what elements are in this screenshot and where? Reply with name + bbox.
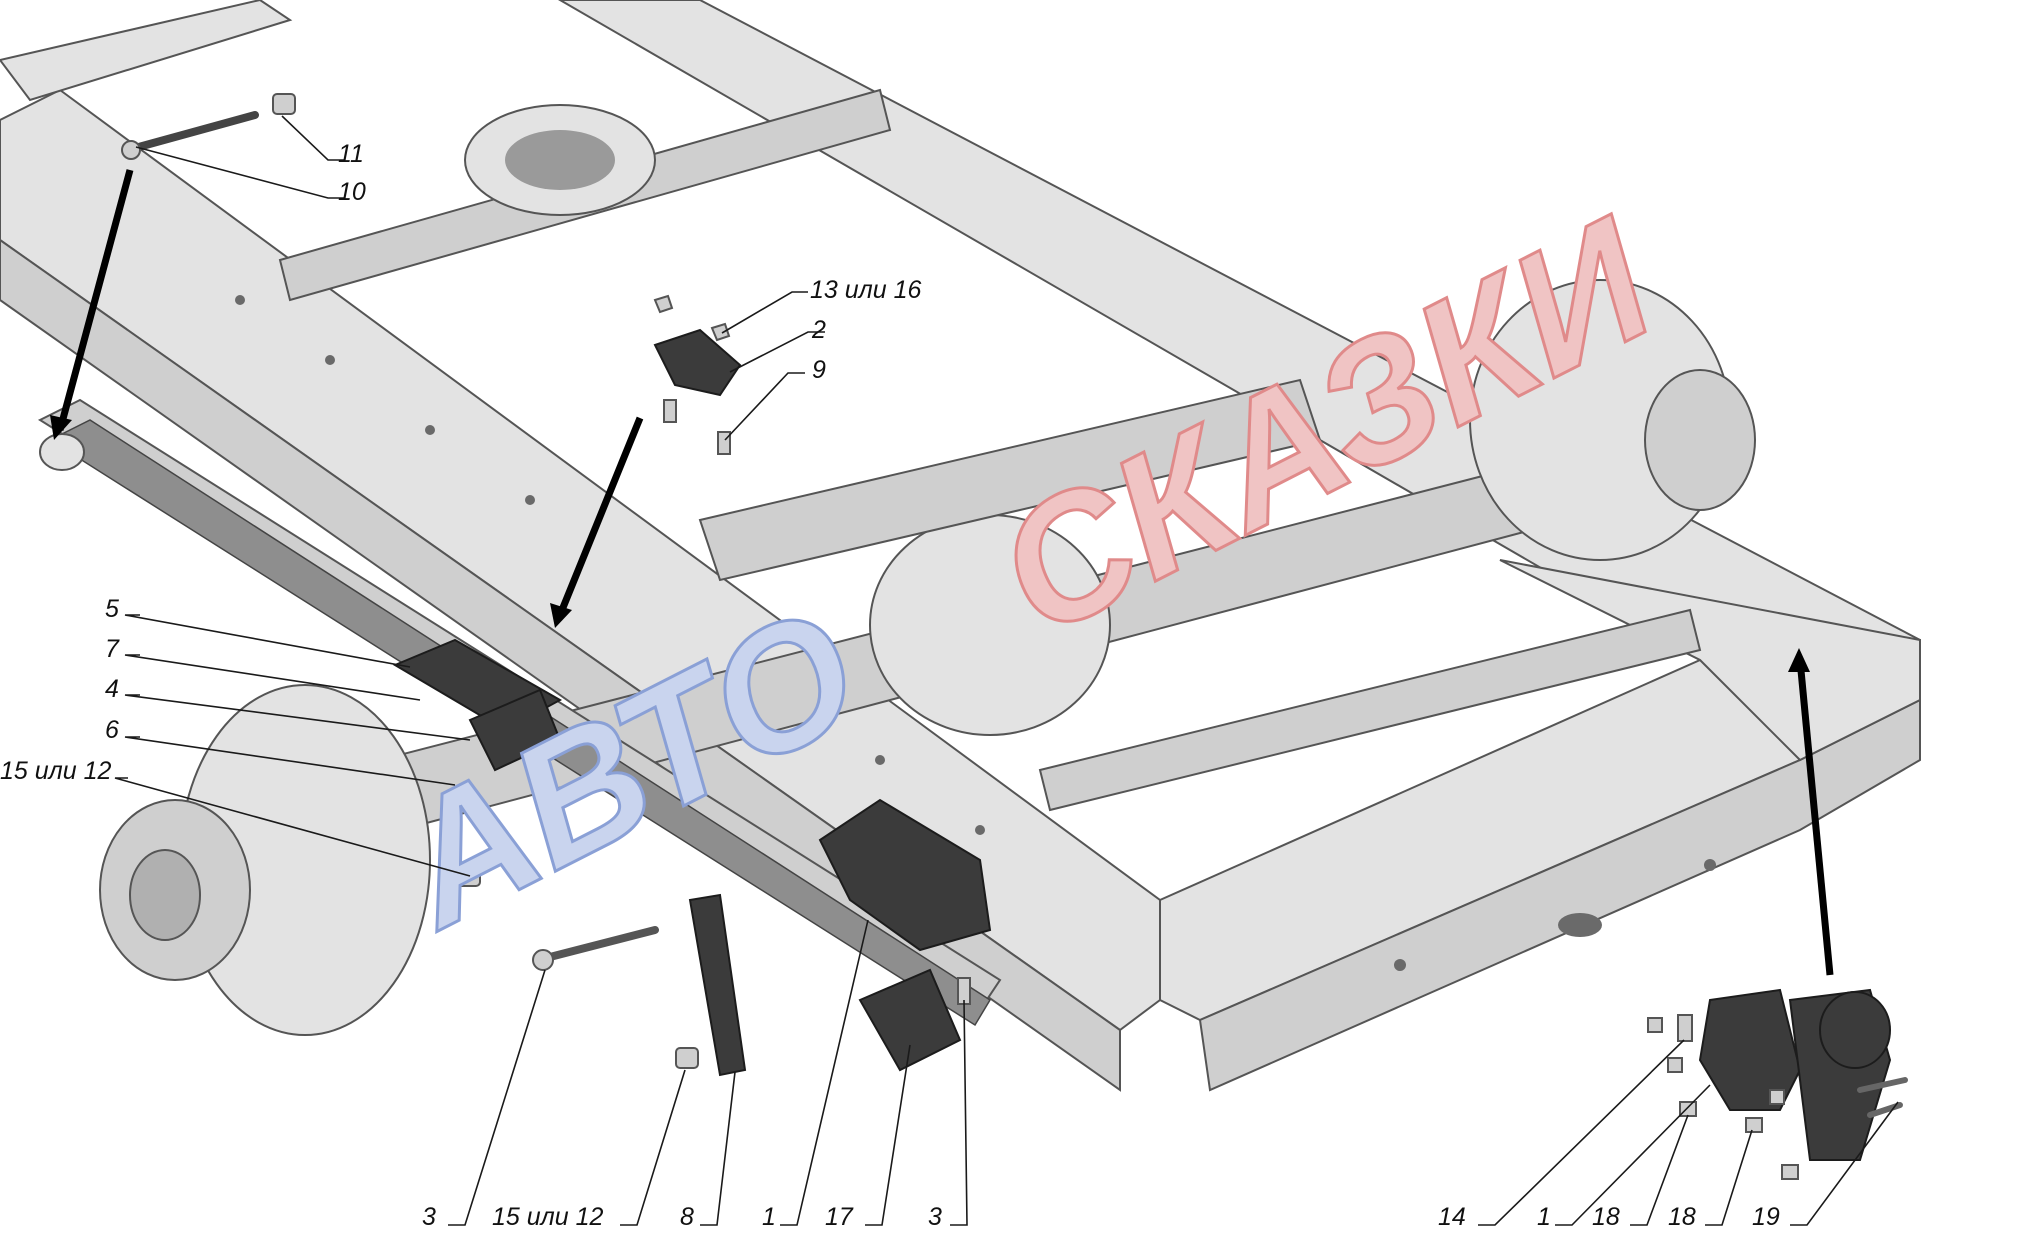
callout-13-or-16: 13 или 16 (810, 276, 922, 304)
bolt-10-head (121, 140, 141, 160)
frame-hole (325, 355, 335, 365)
leader-5 (124, 614, 411, 668)
bolt-3-left-head (532, 949, 554, 971)
rear-axle (99, 279, 1756, 1036)
assembly-arrows (50, 169, 1834, 976)
assembly-arrow-rear (1796, 659, 1834, 976)
leader-3-b (950, 999, 968, 1226)
callout-17: 17 (825, 1203, 854, 1231)
bracket-2 (653, 328, 742, 397)
towing-eye-opening (505, 130, 615, 190)
leader-18-b (1705, 1129, 1753, 1226)
callout-11: 11 (338, 140, 364, 168)
assembly-arrow-front (56, 169, 134, 431)
callout-2: 2 (811, 316, 826, 344)
callout-3-left: 3 (422, 1203, 436, 1231)
leader-8 (700, 1071, 736, 1226)
bolt-19-upper (1857, 1077, 1908, 1093)
bolt-14-a (1647, 1017, 1663, 1033)
leader-1-b (1555, 1084, 1711, 1226)
rear-bracket-1 (1698, 988, 1802, 1111)
leader-2 (729, 331, 825, 373)
leader-11 (281, 115, 345, 161)
leader-3-a (448, 969, 546, 1226)
leader-18-a (1630, 1114, 1689, 1226)
callout-3-right: 3 (928, 1203, 942, 1231)
callout-14: 14 (1438, 1203, 1466, 1231)
leader-15-12-a (114, 777, 471, 877)
frame-hole (425, 425, 435, 435)
frame-hole (525, 495, 535, 505)
leaf-spring-assembly (37, 398, 1002, 1077)
callout-10: 10 (338, 178, 366, 206)
exploded-parts (121, 93, 1908, 1180)
nut-13-16-right (710, 322, 731, 342)
frame-hole (235, 295, 245, 305)
bolt-9-right (717, 431, 731, 455)
bolt-9-left (663, 399, 677, 423)
callout-5: 5 (105, 595, 119, 623)
leader-lines (114, 115, 1899, 1226)
callout-15-or-12-bottom: 15 или 12 (492, 1203, 604, 1231)
callout-8: 8 (680, 1203, 694, 1231)
leader-14 (1478, 1039, 1685, 1226)
leader-6 (124, 736, 456, 786)
callout-1-right: 1 (1537, 1203, 1551, 1231)
callout-4: 4 (105, 675, 119, 703)
right-wheel-hub (1644, 369, 1756, 511)
assembly-arrow-middle (556, 416, 644, 617)
callout-18-left: 18 (1592, 1203, 1620, 1231)
rear-bracket-19-cushion (1819, 991, 1891, 1069)
callout-9: 9 (812, 356, 826, 384)
leader-13-16 (721, 291, 808, 334)
assembly-arrow-front-head (50, 415, 72, 440)
assembly-arrow-rear-head (1788, 648, 1810, 672)
spring-pad-lower (468, 688, 562, 772)
nut-18-bottom (1781, 1164, 1799, 1180)
frame-hole (875, 755, 885, 765)
nut-15-12-bottom (675, 1047, 699, 1069)
bolt-14-b (1677, 1014, 1693, 1042)
leader-17 (865, 1044, 911, 1226)
front-frame-section (0, 0, 293, 102)
left-hub-cap (129, 849, 201, 941)
spring-shackle-link (688, 893, 747, 1077)
callout-19: 19 (1752, 1203, 1780, 1231)
frame-hole (1704, 859, 1716, 871)
rear-spring-bracket (818, 798, 992, 952)
frame-oval-hole (1558, 913, 1602, 937)
leader-4 (124, 694, 471, 741)
washer-18 (1769, 1089, 1785, 1105)
rear-cross-tube (1038, 608, 1702, 812)
leader-10 (135, 146, 345, 199)
bolt-14-c (1667, 1057, 1683, 1073)
spring-shackle-cushion (858, 968, 962, 1072)
nut-18-right (1745, 1117, 1763, 1133)
callout-6: 6 (105, 716, 119, 744)
spring-front-eye (39, 433, 85, 471)
callout-18-right: 18 (1668, 1203, 1696, 1231)
callout-7: 7 (105, 635, 120, 663)
leader-1-a (780, 919, 869, 1226)
callout-1-left: 1 (762, 1203, 776, 1231)
axle-reinforcement-beam (698, 378, 1322, 582)
bolt-3-left (542, 926, 659, 962)
assembly-arrow-middle-head (550, 603, 572, 628)
leader-15-12-b (620, 1069, 686, 1226)
bolt-10 (131, 111, 259, 152)
leader-19 (1790, 1101, 1899, 1226)
frame-hole (1394, 959, 1406, 971)
leader-9 (724, 372, 805, 441)
nut-11 (272, 93, 296, 115)
frame-hole (975, 825, 985, 835)
callout-15-or-12-left: 15 или 12 (0, 757, 112, 785)
leader-7 (124, 654, 421, 701)
nut-13-16-left (653, 294, 674, 314)
callout-labels: 11 10 13 или 16 2 9 5 7 4 6 15 или 12 3 … (0, 140, 1780, 1231)
